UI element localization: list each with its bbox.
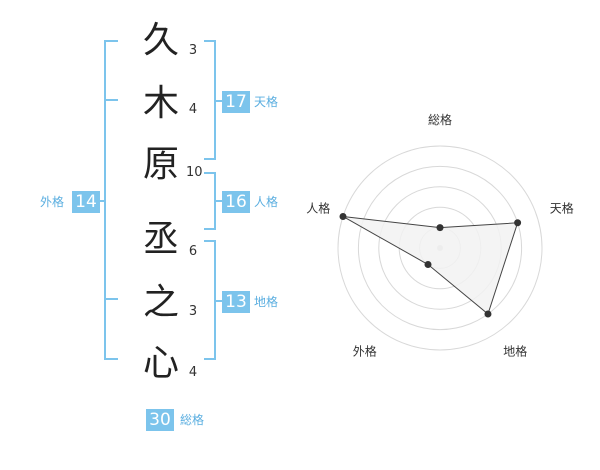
radar-ring-4 xyxy=(357,165,523,331)
soukaku-value: 30 xyxy=(146,409,174,431)
radar-axis-label-5: 人格 xyxy=(306,200,330,215)
chikaku-value: 13 xyxy=(222,291,250,313)
jinkaku-value: 16 xyxy=(222,191,250,213)
radar-point-1 xyxy=(436,224,444,232)
radar-point-4 xyxy=(424,261,432,269)
char-4: 丞 xyxy=(142,219,179,260)
char-5: 之 xyxy=(142,282,179,323)
stroke-count-1: 3 xyxy=(188,43,198,58)
stroke-count-2: 4 xyxy=(188,102,198,117)
radar-ring-5 xyxy=(337,145,543,351)
char-3: 原 xyxy=(142,144,179,185)
gaikaku-value: 14 xyxy=(72,191,100,213)
radar-point-2 xyxy=(514,219,522,227)
gaikaku-label: 外格 xyxy=(40,195,65,209)
tenkaku-label: 天格 xyxy=(254,95,279,109)
stroke-count-4: 6 xyxy=(188,244,198,259)
radar-axis-label-3: 地格 xyxy=(503,344,527,359)
char-2: 木 xyxy=(142,83,179,124)
char-6: 心 xyxy=(142,343,179,384)
stroke-count-5: 3 xyxy=(188,304,198,319)
stroke-count-3: 10 xyxy=(186,165,203,180)
tenkaku-value: 17 xyxy=(222,91,250,113)
char-1: 久 xyxy=(142,20,179,61)
radar-axis-label-4: 外格 xyxy=(353,344,377,359)
stroke-count-6: 4 xyxy=(188,365,198,380)
radar-axis-label-2: 天格 xyxy=(550,200,574,215)
radar-point-5 xyxy=(339,212,347,220)
radar-axis-label-1: 総格 xyxy=(428,112,452,127)
jinkaku-label: 人格 xyxy=(254,195,279,209)
chikaku-label: 地格 xyxy=(254,295,279,309)
soukaku-label: 総格 xyxy=(180,413,205,427)
radar-point-3 xyxy=(484,310,492,318)
